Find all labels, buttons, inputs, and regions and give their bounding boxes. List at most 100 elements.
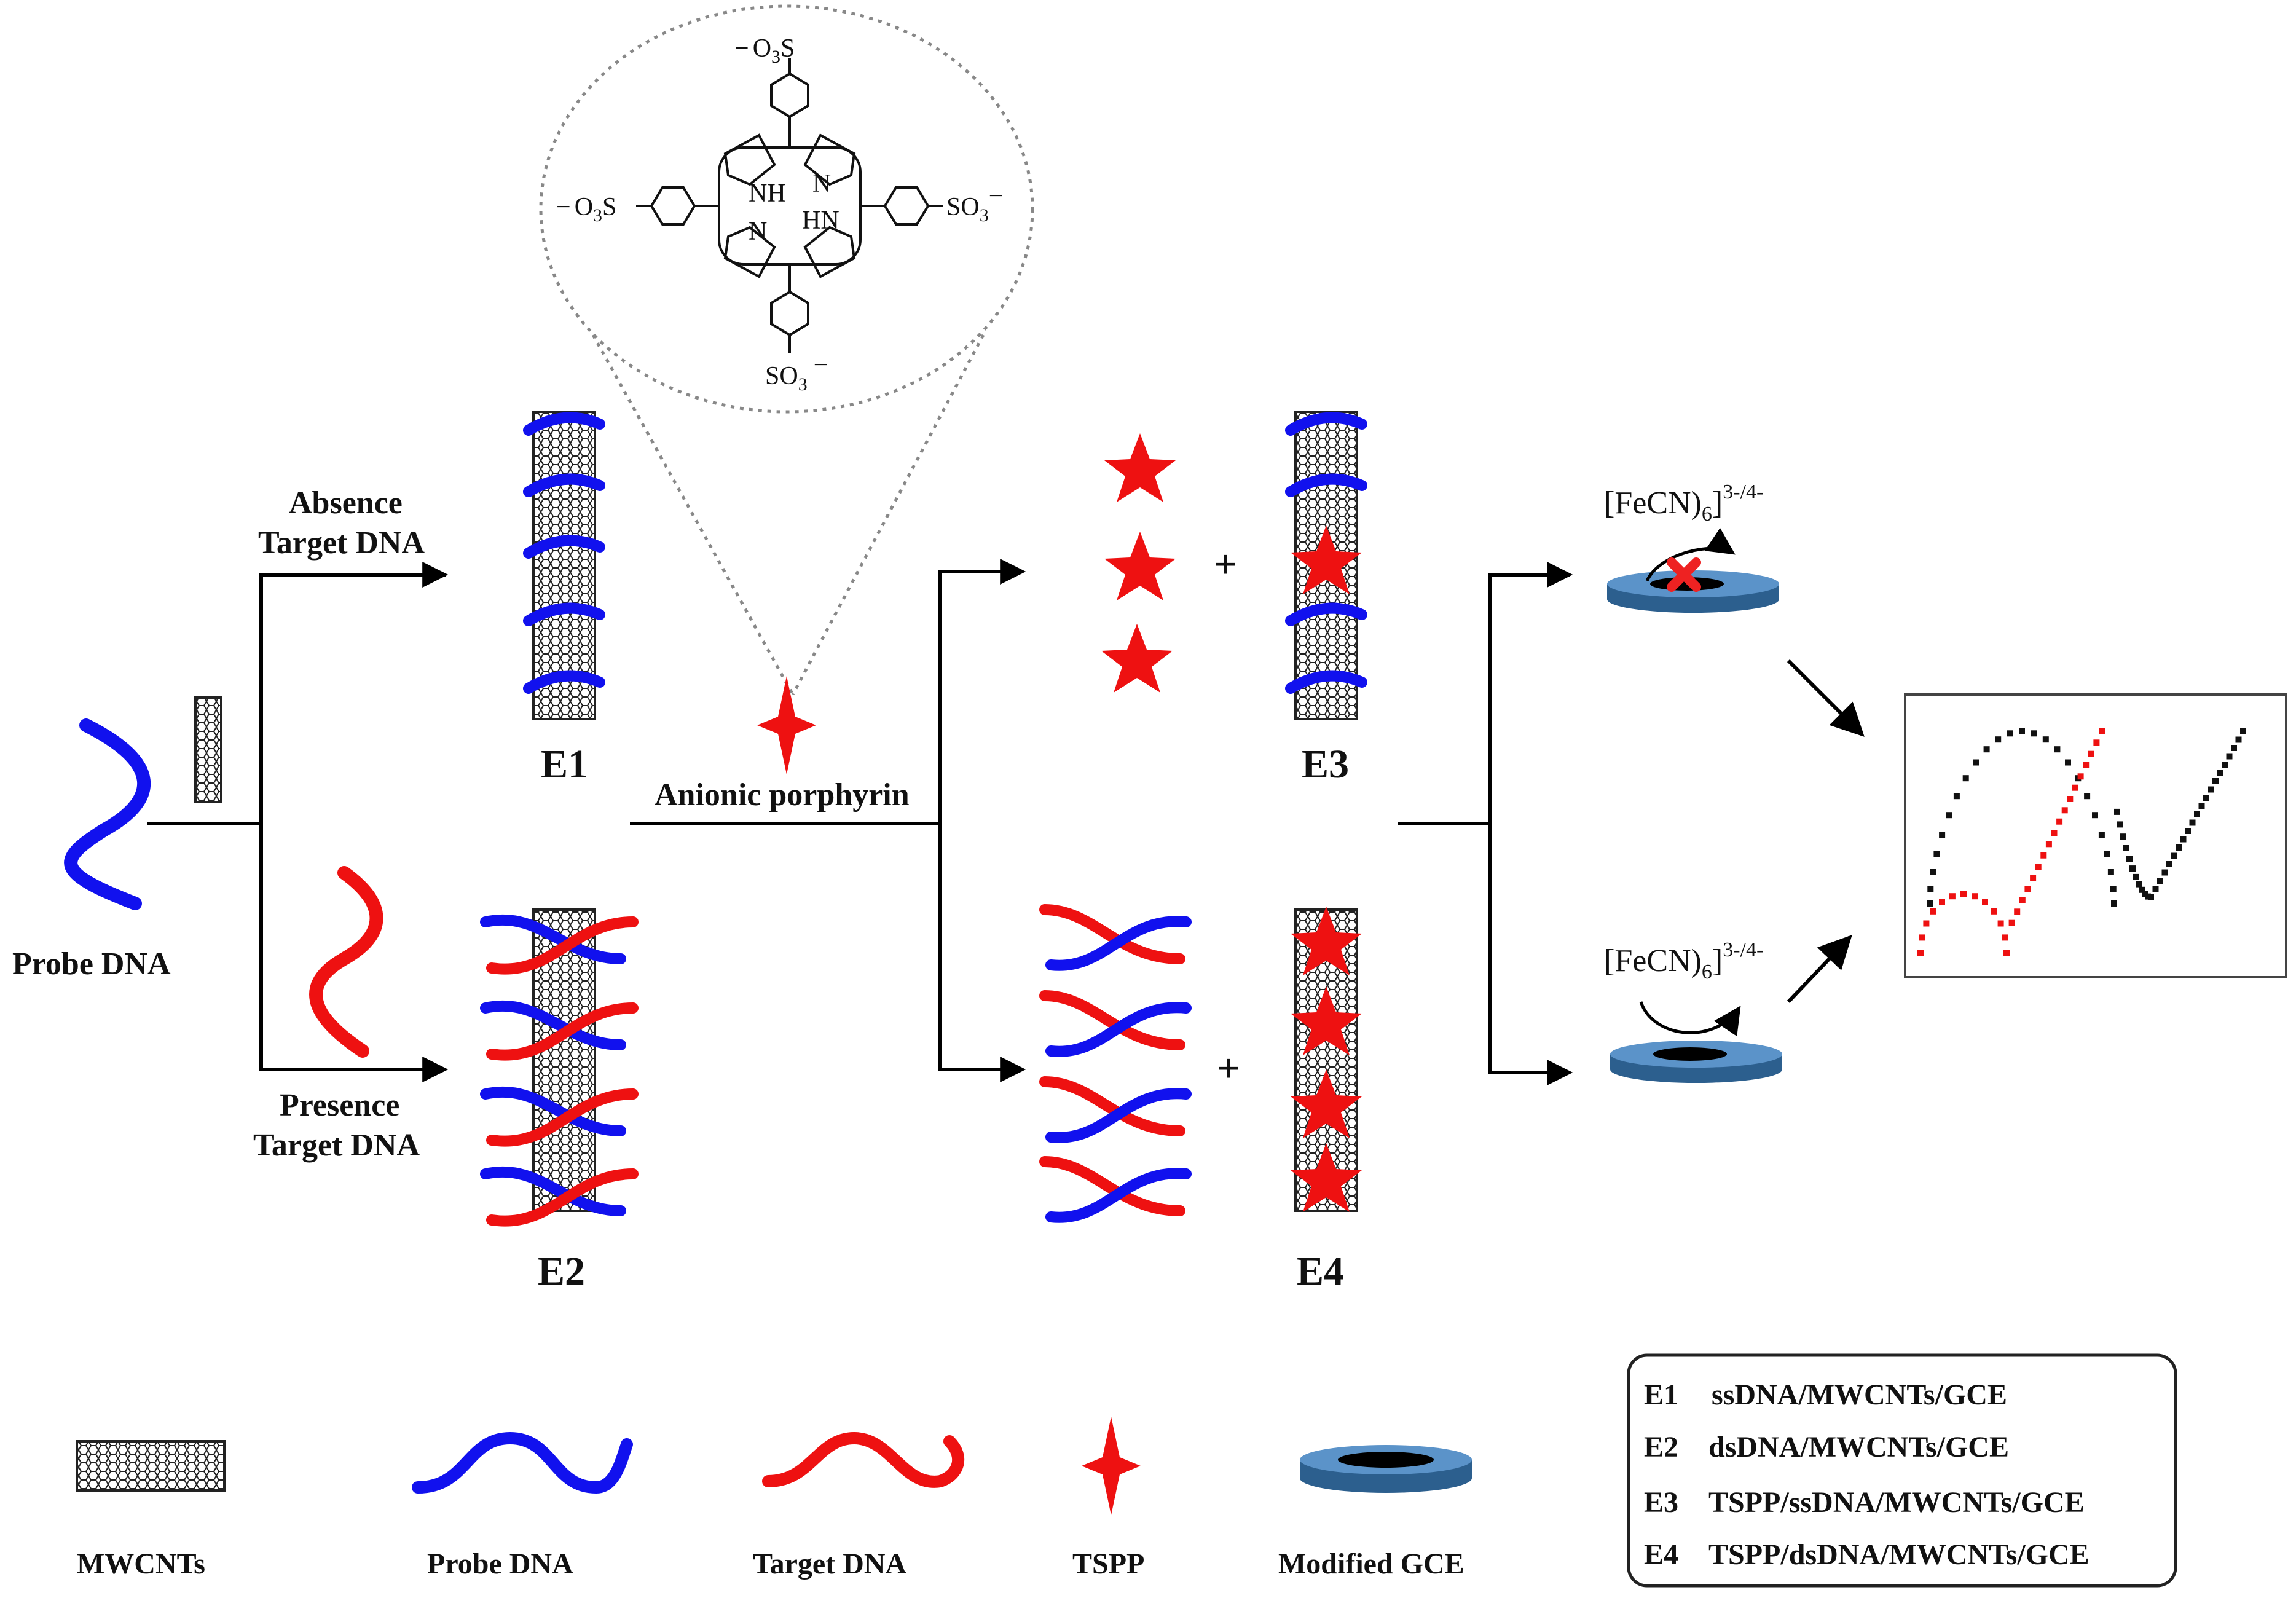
key-code-e4: E4 — [1644, 1538, 1678, 1571]
key-code-e2: E2 — [1644, 1431, 1678, 1463]
fecn-label-top: [FeCN)6]3-/4- — [1604, 481, 1763, 525]
plot-point — [2019, 728, 2025, 734]
plot-point — [1927, 900, 1933, 907]
plot-point — [2123, 845, 2129, 851]
plot-point — [2161, 869, 2168, 876]
svg-text:−O3S: −O3S — [556, 193, 616, 226]
plot-point — [1982, 899, 1988, 905]
plot-point — [1930, 869, 1936, 875]
e2-nanotube — [480, 908, 639, 1227]
e4-nanotube — [1291, 907, 1362, 1212]
e4-free-dsdna — [1039, 904, 1192, 1223]
svg-text:HN: HN — [802, 207, 839, 235]
svg-text:SO3−: SO3− — [946, 182, 1003, 226]
plot-point — [2240, 728, 2246, 734]
electrode-bottom — [1610, 1001, 1782, 1083]
legend-label-tspp: TSPP — [1072, 1548, 1144, 1580]
plot-point — [2180, 836, 2187, 843]
legend-row: MWCNTs Probe DNA Target DNA TSPP Modifie… — [76, 1417, 1472, 1580]
plot-point — [2054, 746, 2061, 753]
plot-point — [1997, 920, 2004, 927]
impedance-plot — [1904, 693, 2287, 978]
key-desc-e4: TSPP/dsDNA/MWCNTs/GCE — [1708, 1538, 2090, 1571]
svg-text:SO3−: SO3− — [765, 351, 828, 395]
plot-point — [2019, 897, 2026, 903]
plot-point — [2107, 869, 2114, 875]
red-strand-icon — [762, 1431, 965, 1488]
e3-free-stars — [1101, 433, 1176, 693]
plot-point — [2098, 832, 2105, 838]
e1-label: E1 — [541, 742, 588, 787]
plot-point — [2166, 861, 2172, 867]
presence-label: Presence — [280, 1088, 399, 1123]
star-icon — [1082, 1417, 1141, 1515]
plot-point — [2185, 828, 2191, 834]
plot-point — [2007, 730, 2013, 737]
e4-label: E4 — [1297, 1249, 1344, 1294]
plot-point — [2217, 770, 2223, 776]
plot-point — [2176, 844, 2182, 851]
plot-point — [2042, 736, 2049, 743]
key-desc-e1: ssDNA/MWCNTs/GCE — [1712, 1379, 2007, 1411]
plot-point — [1939, 832, 1946, 838]
plot-point — [2035, 864, 2042, 870]
plot-point — [2031, 730, 2037, 737]
plot-point — [2002, 934, 2008, 941]
e2-label: E2 — [538, 1249, 585, 1294]
plot-point — [2126, 856, 2133, 862]
electrode-top — [1607, 527, 1779, 613]
plot-point — [2157, 878, 2163, 884]
probe-dna-strand — [64, 718, 151, 910]
key-desc-e2: dsDNA/MWCNTs/GCE — [1708, 1431, 2009, 1463]
plot-point — [1983, 746, 1990, 753]
plot-point — [2051, 830, 2058, 836]
plot-point — [2083, 762, 2090, 768]
probe-dna-label: Probe DNA — [12, 947, 171, 982]
porphyrin-structure — [636, 58, 943, 353]
svg-text:N: N — [749, 218, 767, 246]
key-code-e1: E1 — [1644, 1379, 1678, 1411]
plot-point — [2203, 795, 2209, 801]
plot-point — [2117, 821, 2123, 828]
plot-point — [1953, 793, 1960, 800]
plot-point — [2114, 808, 2120, 815]
plot-point — [2008, 919, 2015, 926]
plot-point — [2226, 753, 2233, 760]
nanotube-icon — [76, 1440, 226, 1492]
plot-point — [2136, 881, 2142, 888]
plot-point — [2222, 762, 2228, 768]
plot-point — [2065, 759, 2071, 766]
porphyrin-labels: −O3S −O3S SO3− SO3− NH N N HN — [556, 34, 1003, 395]
plot-point — [1991, 908, 1997, 915]
branch-arrows-left — [147, 562, 449, 1082]
plot-point — [1917, 950, 1924, 956]
e3-label: E3 — [1302, 742, 1349, 787]
plot-point — [2077, 773, 2084, 780]
plot-point — [2056, 818, 2063, 825]
plot-point — [1930, 908, 1936, 915]
arrow-to-plot-bottom — [1787, 935, 1852, 1004]
svg-text:−O3S: −O3S — [734, 34, 795, 67]
plot-point — [2235, 736, 2242, 743]
plot-point — [1946, 812, 1952, 819]
svg-text:N: N — [812, 170, 831, 198]
absence-target-label: Target DNA — [258, 525, 425, 561]
plot-point — [2072, 784, 2078, 791]
plot-point — [1973, 759, 1979, 766]
plot-point — [2003, 950, 2010, 956]
svg-text:NH: NH — [749, 179, 786, 208]
plot-point — [1923, 920, 1930, 927]
plot-point — [2088, 750, 2094, 757]
plot-point — [1927, 886, 1934, 892]
plot-point — [2133, 873, 2139, 880]
absence-label: Absence — [289, 486, 403, 521]
fecn-label-bottom: [FeCN)6]3-/4- — [1604, 939, 1763, 983]
plot-point — [1960, 891, 1967, 897]
anionic-porphyrin-label: Anionic porphyrin — [655, 777, 910, 813]
plot-point — [2111, 900, 2117, 907]
legend-label-target: Target DNA — [753, 1548, 907, 1580]
plot-point — [2148, 894, 2154, 900]
plot-point — [2099, 728, 2105, 734]
plot-point — [2014, 908, 2021, 915]
plot-point — [2231, 745, 2237, 751]
